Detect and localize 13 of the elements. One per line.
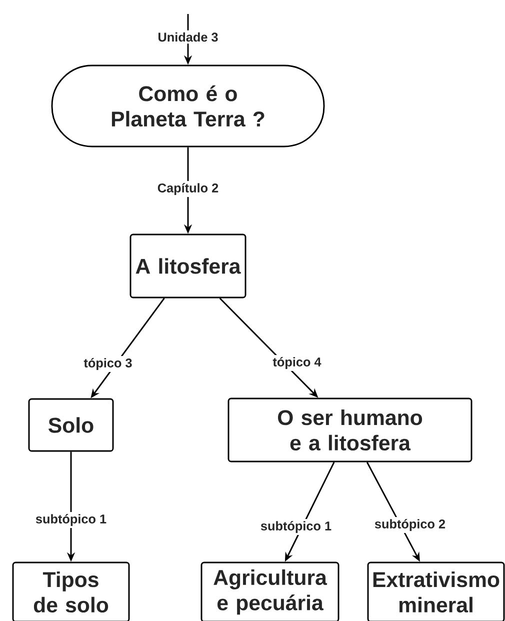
edge-label: Capítulo 2 <box>155 181 221 197</box>
edge-label: subtópico 1 <box>33 512 109 528</box>
topic-box: Tipos de solo <box>12 562 130 621</box>
topic-box: Agricultura e pecuária <box>200 562 340 621</box>
topic-box: Solo <box>28 398 114 452</box>
topic-box: Extrativismo mineral <box>367 562 505 621</box>
edge-label: subtópico 1 <box>258 519 334 535</box>
edge-label: tópico 4 <box>270 355 324 371</box>
topic-box: A litosfera <box>130 234 246 298</box>
edge-label: subtópico 2 <box>372 517 448 533</box>
edge-label: tópico 3 <box>82 356 134 372</box>
topic-box: O ser humano e a litosfera <box>228 398 472 462</box>
edge-label: Unidade 3 <box>156 30 220 44</box>
